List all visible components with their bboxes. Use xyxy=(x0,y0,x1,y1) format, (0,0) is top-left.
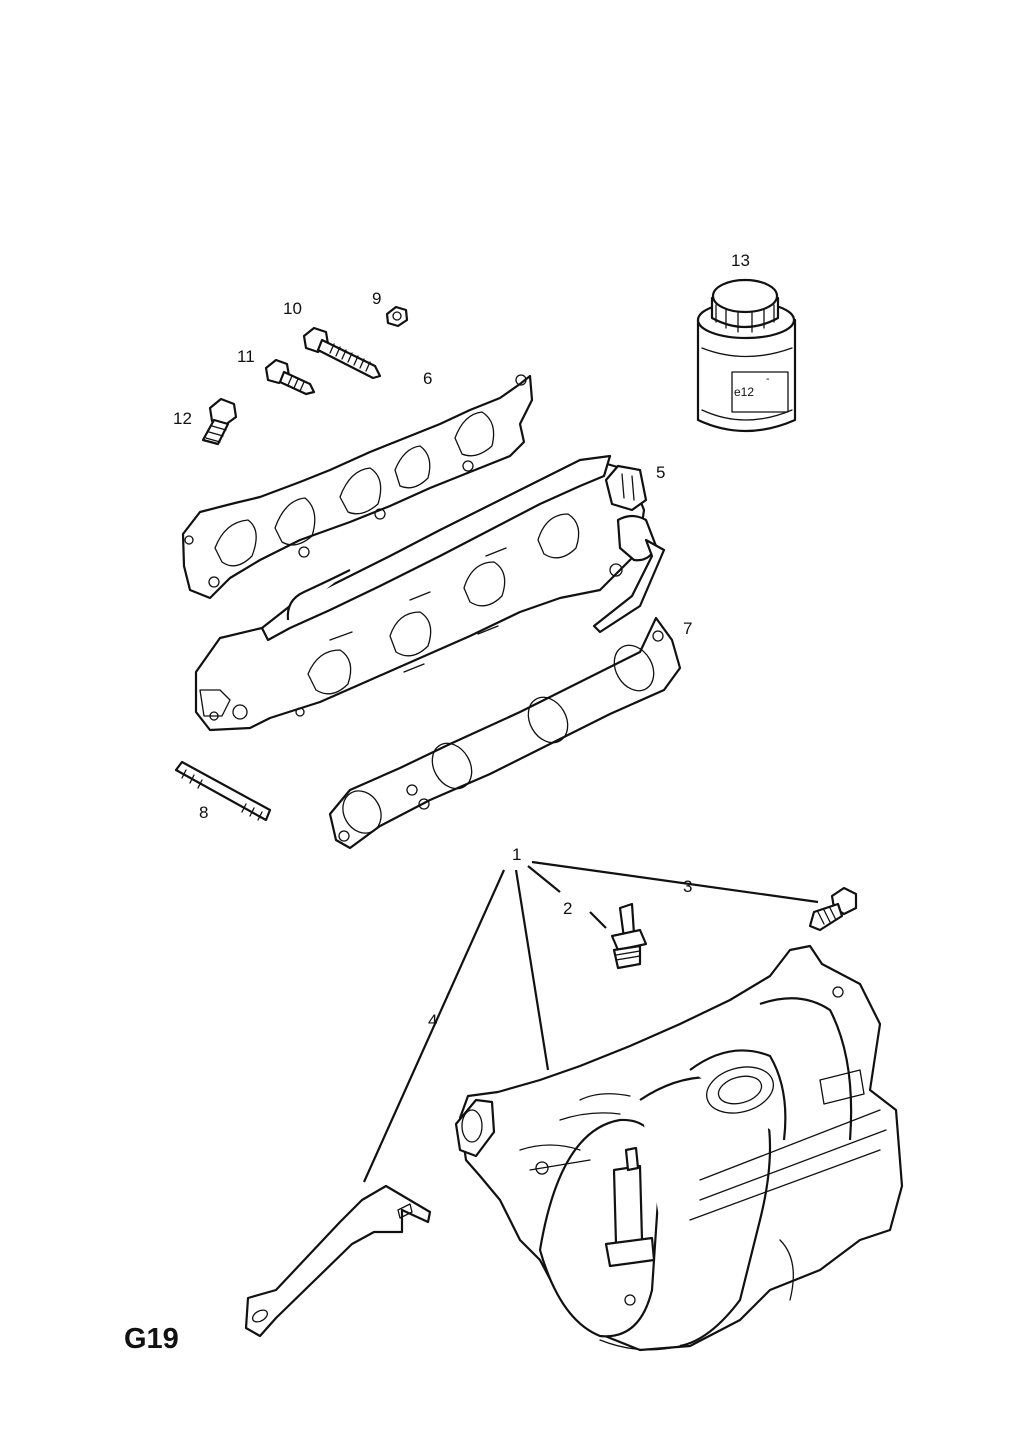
part-9-nut xyxy=(385,305,409,328)
callout-13: 13 xyxy=(731,251,750,270)
callout-6: 6 xyxy=(423,369,432,388)
part-3-bolt xyxy=(808,886,858,932)
sheet-code: G19 xyxy=(124,1323,179,1355)
callout-3: 3 xyxy=(683,877,692,896)
callout-10: 10 xyxy=(283,299,302,318)
callout-11: 11 xyxy=(237,347,255,366)
callout-9: 9 xyxy=(372,289,381,308)
callout-12: 12 xyxy=(173,409,192,428)
callout-7: 7 xyxy=(683,619,692,638)
part-13-canister: e12 - xyxy=(696,278,797,433)
callout-8: 8 xyxy=(199,803,208,822)
part-11-bolt xyxy=(264,358,316,396)
callout-1: 1 xyxy=(512,845,521,864)
part-10-long-bolt xyxy=(302,326,382,380)
part-12-bolt xyxy=(201,397,238,446)
callout-labels: 13 9 10 11 6 12 5 7 8 1 3 2 4 G19 xyxy=(124,251,750,1355)
callout-2: 2 xyxy=(563,899,572,918)
part-4-bracket xyxy=(244,1184,432,1338)
leader-lines xyxy=(362,860,819,1183)
canister-label-dash: - xyxy=(766,373,770,385)
callout-5: 5 xyxy=(656,463,665,482)
part-6-gasket xyxy=(181,374,534,600)
canister-label: e12 xyxy=(734,385,754,399)
part-1-intake-manifold xyxy=(454,944,904,1352)
part-8-stud xyxy=(174,760,272,822)
part-5-exhaust-manifold xyxy=(194,454,666,732)
callout-4: 4 xyxy=(428,1011,437,1030)
part-7-gasket xyxy=(328,616,682,850)
part-2-sensor xyxy=(610,902,648,970)
